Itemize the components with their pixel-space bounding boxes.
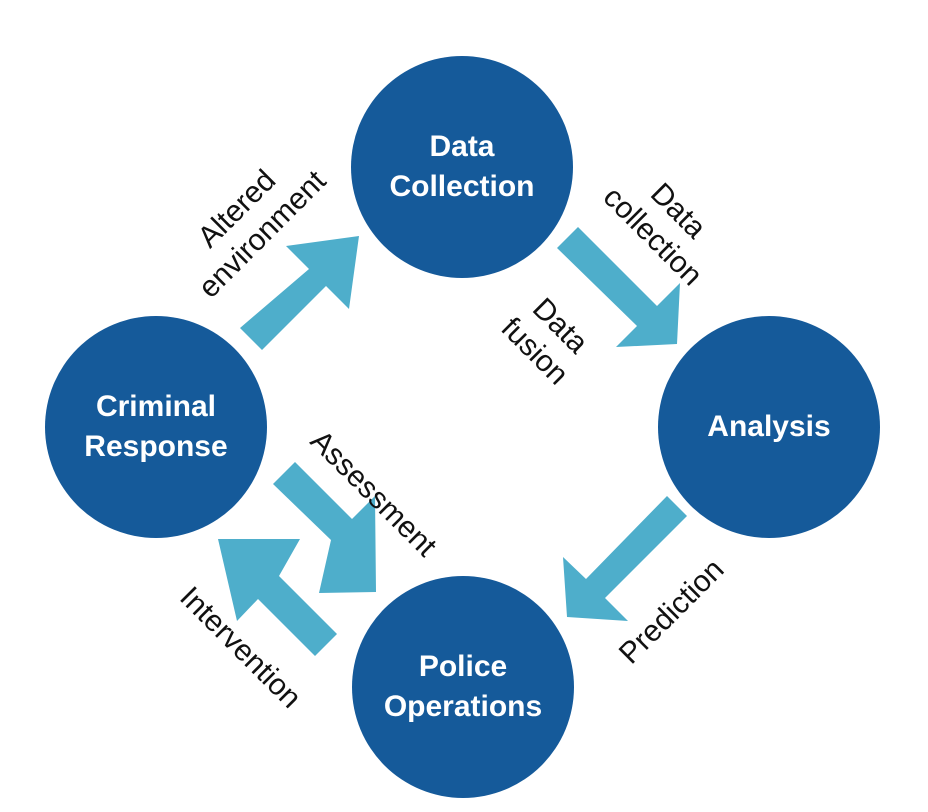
node-data-collection: Data Collection xyxy=(351,56,573,278)
node-police-operations-line1: Police xyxy=(418,650,508,683)
node-criminal-response-line1: Criminal xyxy=(95,390,216,423)
node-analysis-label: Analysis xyxy=(707,410,831,443)
node-police-operations-line2: Operations xyxy=(383,690,543,723)
node-data-collection-line1: Data xyxy=(429,130,495,163)
node-police-operations: Police Operations xyxy=(352,576,574,798)
arrow-assessment xyxy=(273,462,376,593)
arrow-altered-environment xyxy=(240,236,359,350)
node-criminal-response-line2: Response xyxy=(84,430,228,463)
node-analysis: Analysis xyxy=(658,316,880,538)
node-criminal-response: Criminal Response xyxy=(45,316,267,538)
node-data-collection-line2: Collection xyxy=(389,170,535,203)
arrow-prediction xyxy=(563,496,687,621)
arrow-intervention xyxy=(218,539,337,656)
arrow-data-collection xyxy=(557,227,680,347)
